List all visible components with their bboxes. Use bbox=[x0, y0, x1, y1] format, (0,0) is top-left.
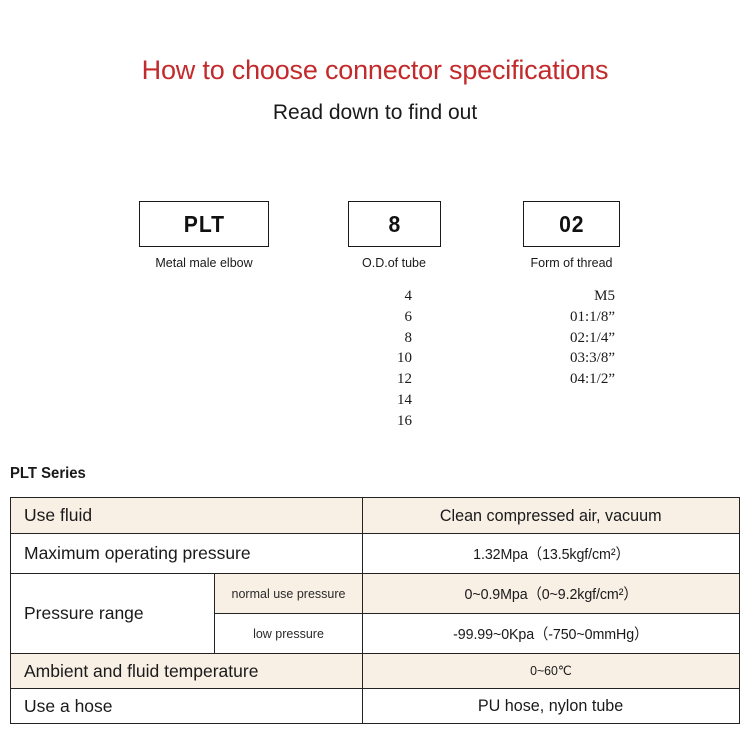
spec-row-value: 1.32Mpa（13.5kgf/cm²） bbox=[362, 533, 740, 574]
spec-row-value-text: Clean compressed air, vacuum bbox=[440, 505, 662, 525]
spec-row-label-text: Ambient and fluid temperature bbox=[24, 660, 259, 681]
spec-row-value: 0~60℃ bbox=[362, 653, 740, 689]
thread-form-option: 04:1/2” bbox=[570, 371, 615, 388]
code-box-series-value: PLT bbox=[183, 210, 225, 237]
spec-row-value-text: -99.99~0Kpa（-750~0mmHg） bbox=[453, 626, 649, 643]
spec-row-sublabel: low pressure bbox=[214, 613, 363, 654]
spec-row-sublabel: normal use pressure bbox=[214, 573, 363, 614]
spec-table-heading: PLT Series bbox=[10, 465, 86, 482]
spec-row-value: Clean compressed air, vacuum bbox=[362, 497, 740, 534]
page-title: How to choose connector specifications bbox=[141, 55, 609, 85]
thread-form-option-list: M5 01:1/8” 02:1/4” 03:3/8” 04:1/2” bbox=[505, 286, 615, 390]
thread-form-option: M5 bbox=[594, 288, 615, 304]
page-subtitle: Read down to find out bbox=[272, 101, 478, 124]
spec-row-label: Ambient and fluid temperature bbox=[10, 653, 363, 689]
code-box-thread-form-caption: Form of thread bbox=[530, 256, 613, 270]
spec-table-row: Pressure range normal use pressure 0~0.9Mp… bbox=[10, 573, 740, 654]
thread-form-option: 03:3/8” bbox=[570, 350, 615, 367]
spec-table-row: low pressure -99.99~0Kpa（-750~0mmHg） bbox=[11, 613, 740, 654]
spec-row-sublabel-text: low pressure bbox=[253, 626, 324, 641]
tube-od-option: 10 bbox=[397, 350, 412, 367]
code-box-series-caption: Metal male elbow bbox=[155, 256, 253, 270]
spec-row-value-text: 0~0.9Mpa（0~9.2kgf/cm²） bbox=[464, 586, 638, 603]
spec-row-value: -99.99~0Kpa（-750~0mmHg） bbox=[362, 613, 740, 654]
spec-row-label-text: Maximum operating pressure bbox=[24, 543, 251, 563]
spec-row-label: Pressure range bbox=[10, 573, 215, 654]
spec-row-value-text: 1.32Mpa（13.5kgf/cm²） bbox=[472, 546, 630, 563]
spec-row-label-text: Use a hose bbox=[24, 695, 113, 716]
thread-form-option: 01:1/8” bbox=[570, 308, 615, 325]
spec-row-value: PU hose, nylon tube bbox=[362, 688, 740, 724]
spec-row-label-text: Pressure range bbox=[24, 603, 144, 623]
code-box-series: PLT bbox=[139, 201, 269, 247]
spec-row-label-text: Use fluid bbox=[24, 505, 93, 525]
tube-od-option: 8 bbox=[404, 329, 413, 346]
spec-row-value: 0~0.9Mpa（0~9.2kgf/cm²） bbox=[362, 573, 740, 614]
code-box-thread-form: 02 bbox=[523, 201, 620, 247]
spec-table-row: Ambient and fluid temperature 0~60℃ bbox=[10, 653, 740, 689]
code-box-tube-od-caption: O.D.of tube bbox=[362, 256, 426, 270]
tube-od-option: 4 bbox=[404, 288, 413, 304]
spec-row-label: Use a hose bbox=[10, 688, 363, 724]
thread-form-option: 02:1/4” bbox=[570, 329, 615, 346]
tube-od-option-list: 4 6 8 10 12 14 16 bbox=[360, 286, 412, 432]
spec-row-sublabel-text: normal use pressure bbox=[231, 586, 346, 601]
spec-row-value-text: PU hose, nylon tube bbox=[478, 696, 624, 715]
spec-row-label: Use fluid bbox=[10, 497, 363, 534]
code-box-tube-od-value: 8 bbox=[388, 210, 401, 237]
spec-table-row: Use fluid Clean compressed air, vacuum bbox=[10, 497, 740, 534]
tube-od-option: 12 bbox=[397, 371, 412, 388]
spec-row-value-text: 0~60℃ bbox=[530, 663, 572, 678]
spec-row-label: Maximum operating pressure bbox=[10, 533, 363, 574]
tube-od-option: 16 bbox=[397, 412, 412, 429]
code-box-thread-form-value: 02 bbox=[558, 210, 585, 237]
tube-od-option: 14 bbox=[397, 391, 412, 408]
spec-table-row: Use a hose PU hose, nylon tube bbox=[10, 688, 740, 724]
spec-table-row: Maximum operating pressure 1.32Mpa（13.5kg… bbox=[10, 533, 740, 574]
code-box-tube-od: 8 bbox=[348, 201, 441, 247]
tube-od-option: 6 bbox=[404, 308, 413, 325]
